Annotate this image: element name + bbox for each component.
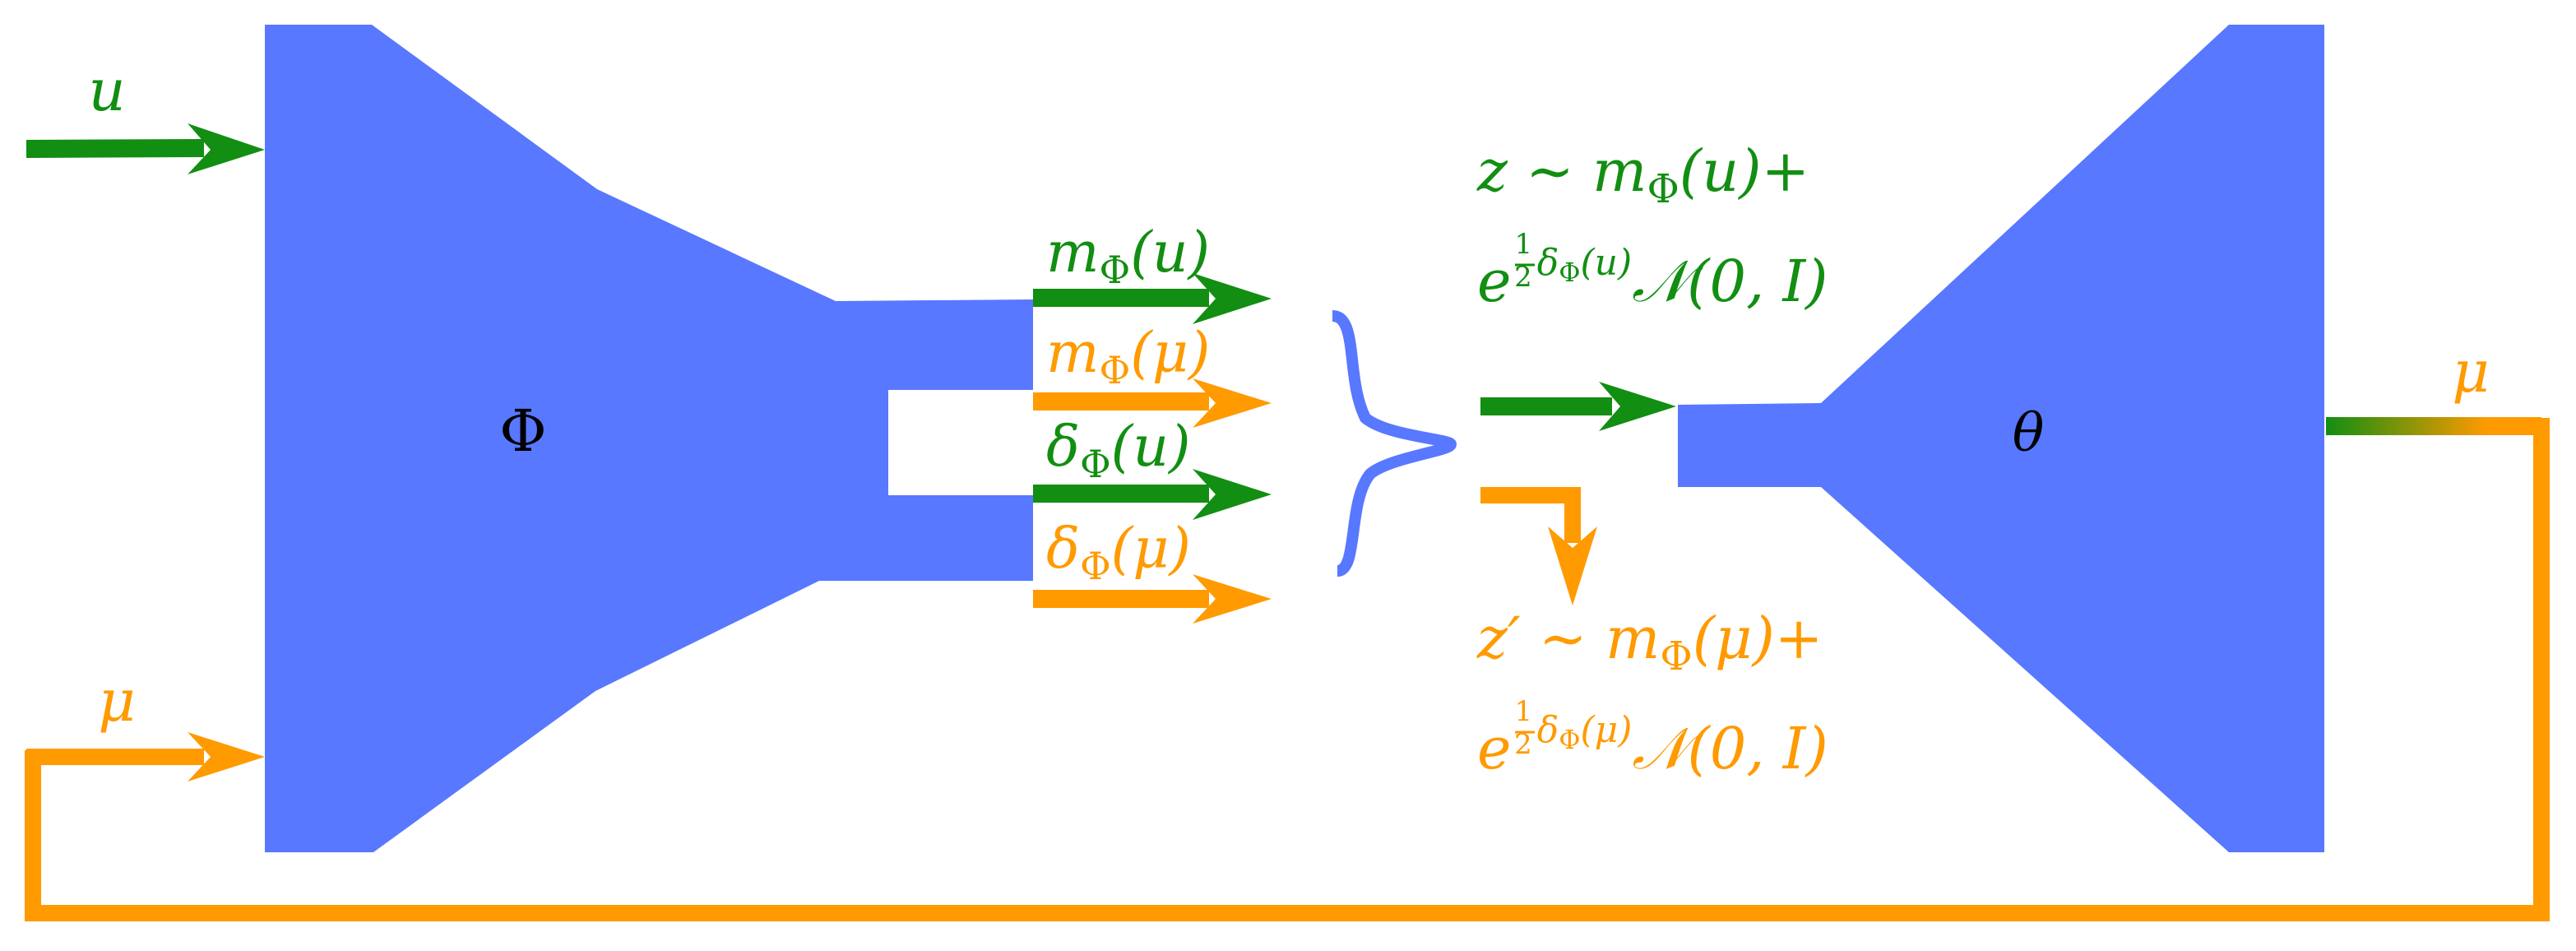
m-mu-label: mΦ(μ): [1046, 321, 1210, 392]
decoder-network: [1678, 25, 2324, 852]
delta-u-label: δΦ(u): [1046, 415, 1191, 486]
encoder-symbol: Φ: [499, 397, 546, 465]
gaussian-curve-icon: [1331, 310, 1457, 577]
delta-u-arrow: [1033, 469, 1272, 520]
encoder-network: [265, 25, 1033, 852]
z-equation-line1: z ∼ mΦ(u)+: [1476, 137, 1809, 212]
m-mu-arrow: [1033, 378, 1272, 428]
input-u-arrow: [25, 123, 265, 174]
z-prime-sample-arrow: [1480, 487, 1597, 605]
input-mu-arrow: [26, 732, 265, 782]
input-u-label: u: [88, 57, 125, 124]
m-u-label: mΦ(u): [1046, 220, 1210, 292]
output-mu-label: μ: [2452, 338, 2490, 406]
z-sample-arrow: [1480, 382, 1676, 431]
delta-mu-arrow: [1033, 574, 1272, 624]
input-mu-label: μ: [98, 667, 136, 735]
m-u-arrow: [1033, 273, 1272, 324]
delta-mu-label: δΦ(μ): [1046, 517, 1191, 588]
decoder-symbol: θ: [2013, 403, 2045, 464]
z-prime-equation-line1: z′ ∼ mΦ(μ)+: [1476, 605, 1823, 680]
feedback-loop: [25, 418, 2550, 921]
